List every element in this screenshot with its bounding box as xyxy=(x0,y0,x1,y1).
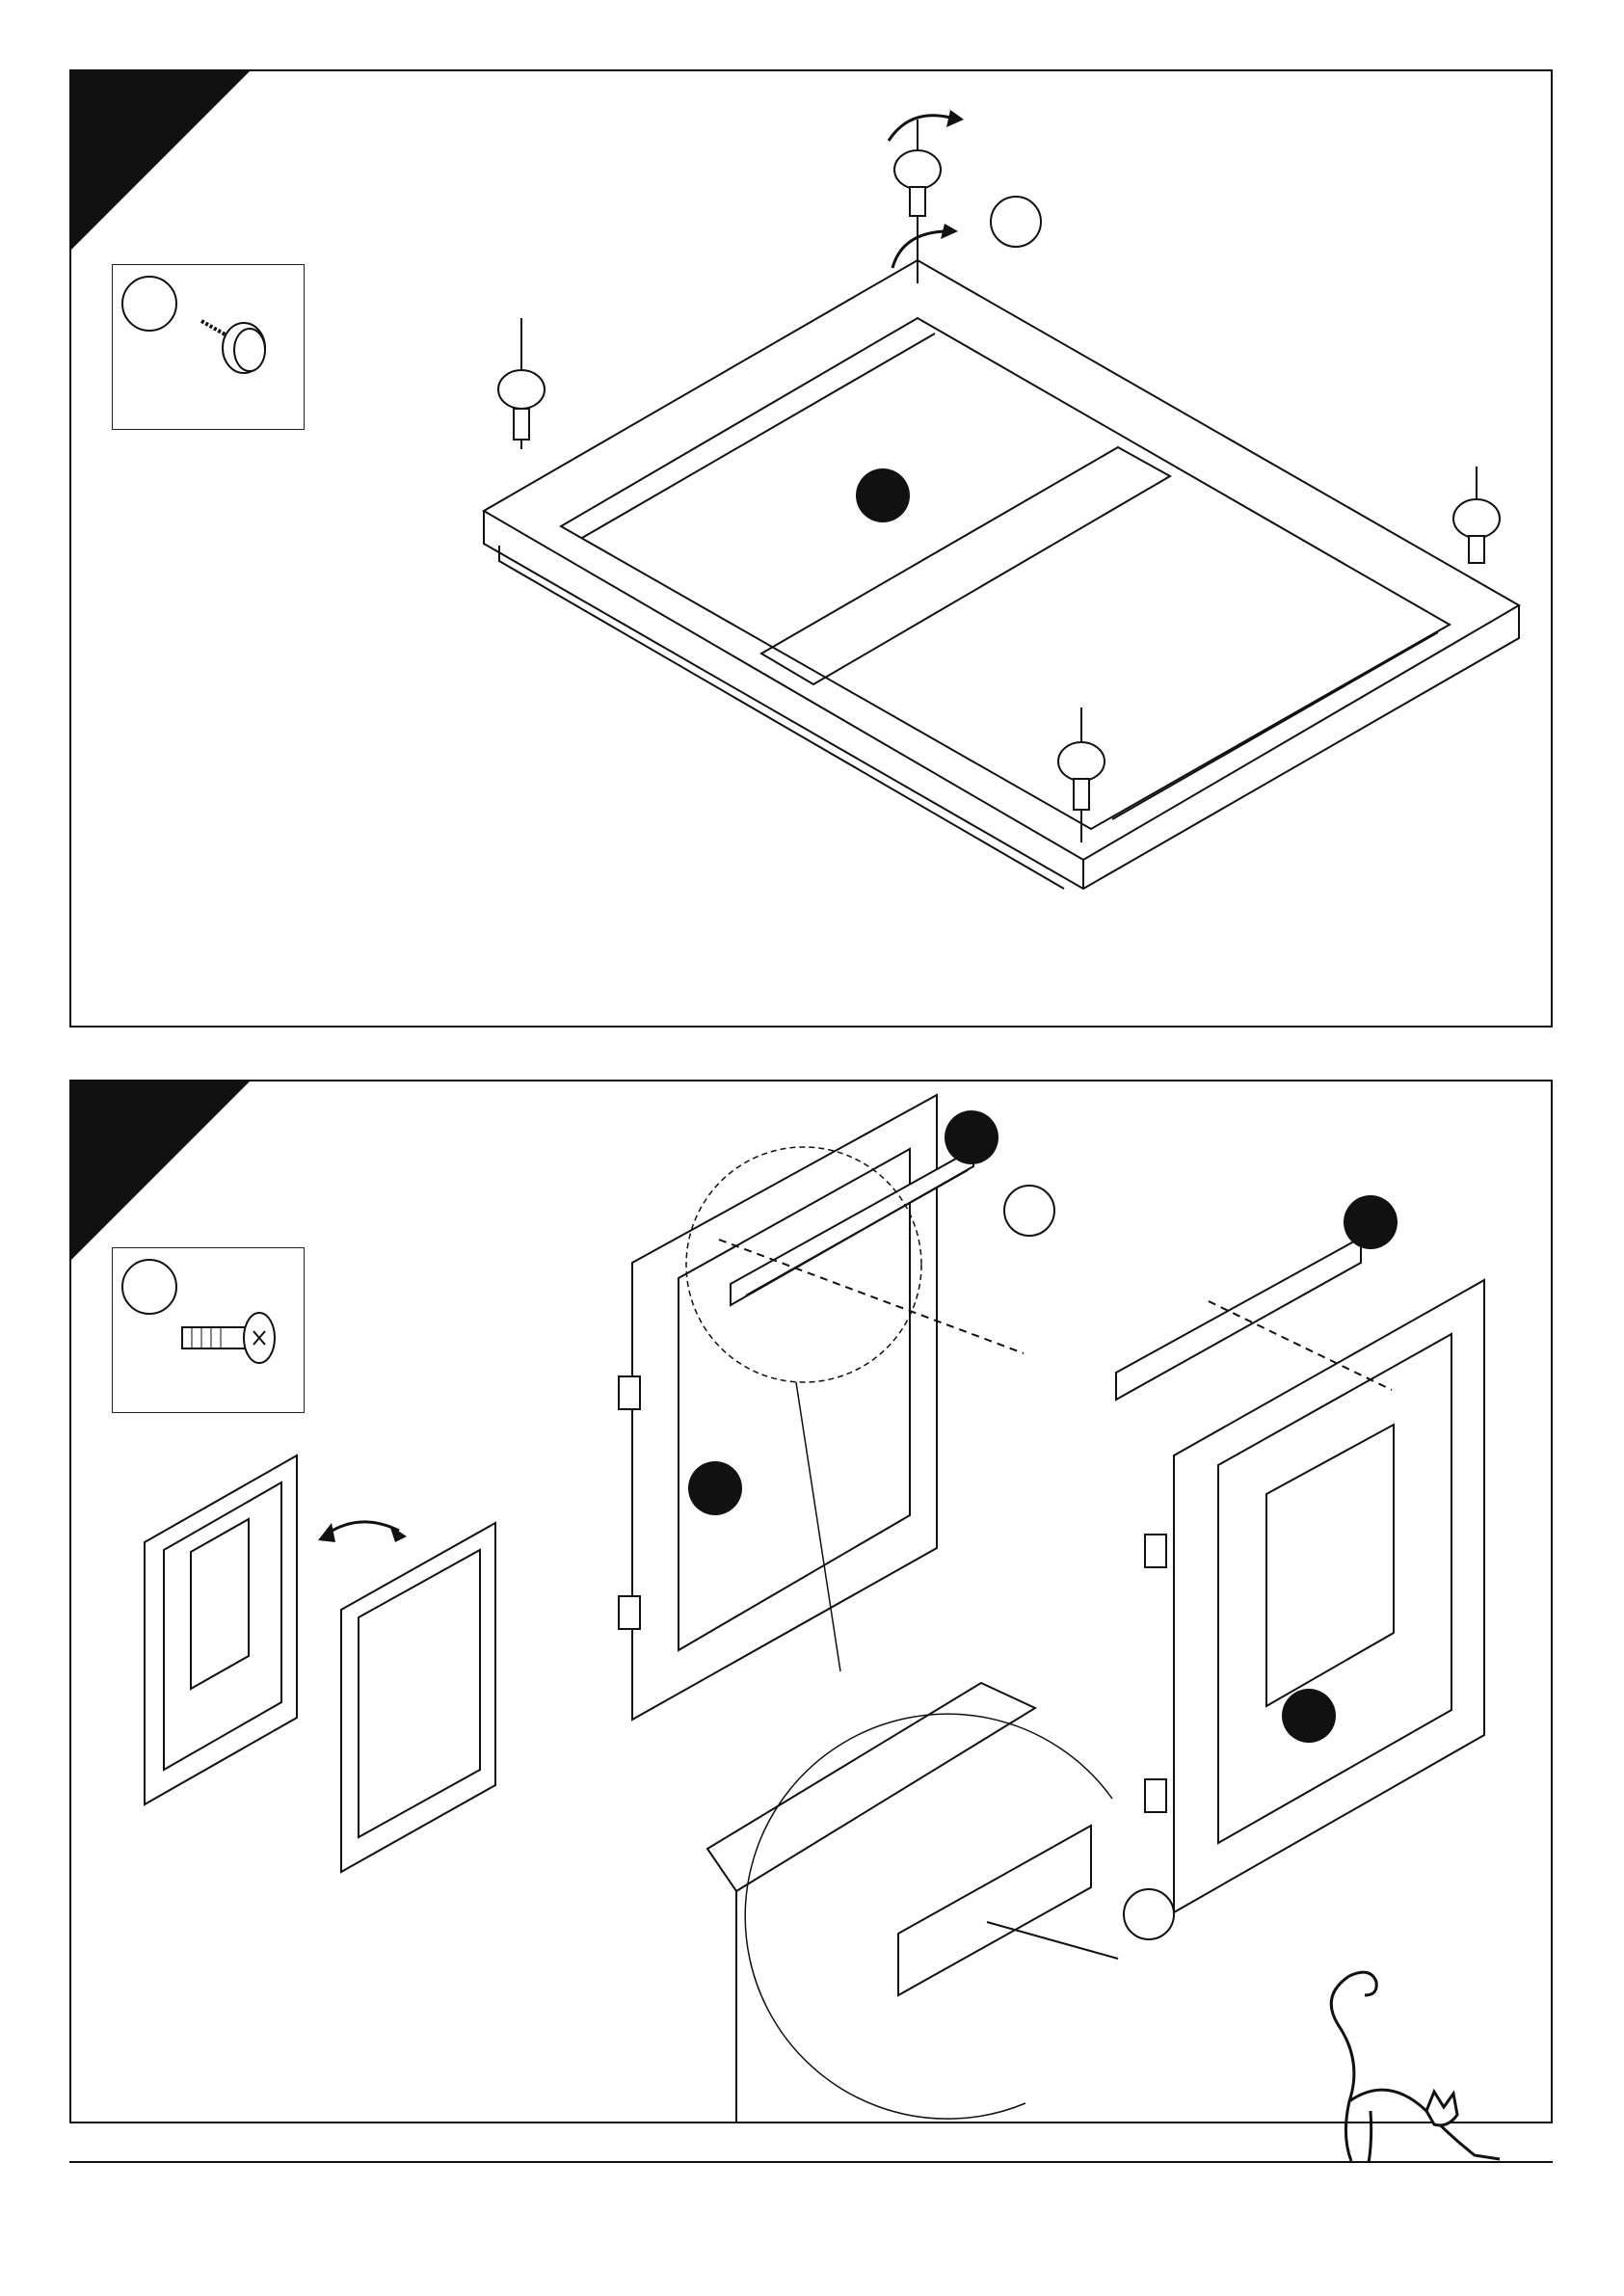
cat-mascot-icon xyxy=(1282,1966,1504,2169)
callout-filled xyxy=(856,468,910,522)
assembly-step-panel-1 xyxy=(69,69,1553,1028)
callout-outline xyxy=(991,197,1041,247)
base-frame-drawing xyxy=(71,71,1553,1028)
swap-arrow-icon xyxy=(318,1522,407,1542)
